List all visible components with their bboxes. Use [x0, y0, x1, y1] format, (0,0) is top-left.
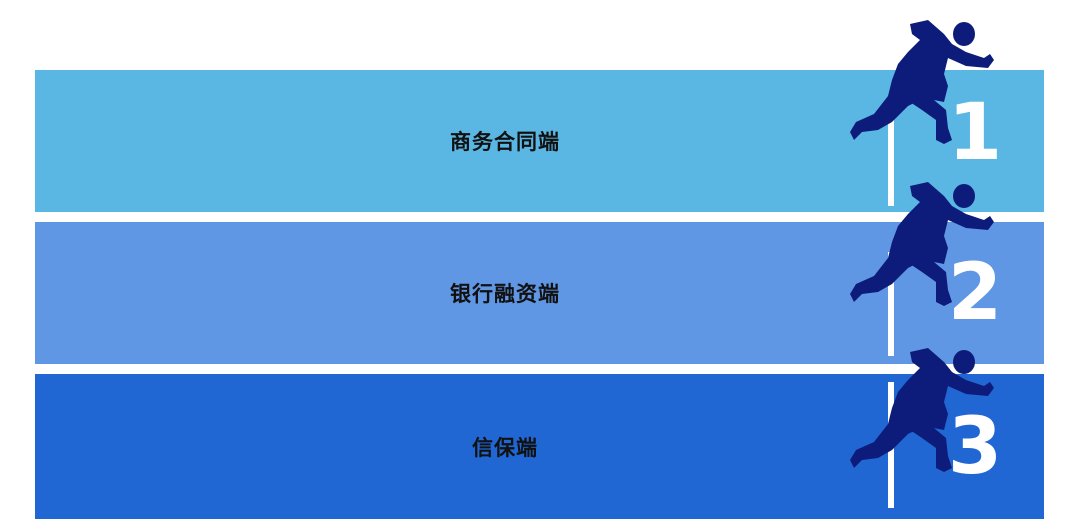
- sprinter-icon: [848, 176, 998, 311]
- lane-1-label: 商务合同端: [450, 130, 560, 154]
- lane-2-number: 2: [947, 248, 1003, 338]
- lane-3-number: 3: [947, 402, 1003, 492]
- lane-1-number: 1: [947, 88, 1003, 178]
- lane-2: 银行融资端 2: [35, 222, 1044, 364]
- sprinter-icon-svg: [850, 20, 994, 144]
- lane-3-label: 信保端: [472, 435, 538, 460]
- lane-2-label: 银行融资端: [450, 282, 560, 306]
- sprinter-icon: [848, 342, 998, 477]
- start-line-2: [888, 252, 894, 356]
- sprinter-icon-svg: [850, 348, 994, 472]
- sprinter-icon: [848, 14, 998, 149]
- start-line-1: [888, 110, 894, 206]
- lane-1: 商务合同端 1: [35, 70, 1044, 212]
- sprinter-icon-svg: [850, 182, 994, 306]
